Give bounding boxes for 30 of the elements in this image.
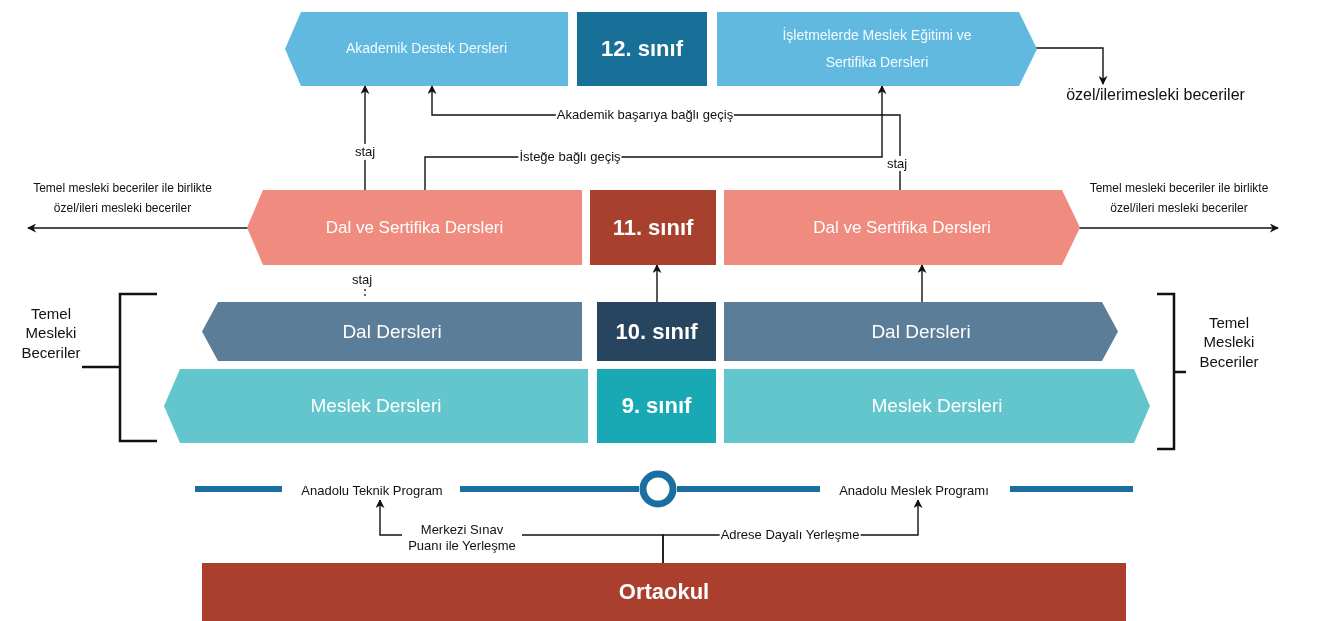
arrow	[1034, 47, 1108, 85]
course-band: Dal ve Sertifika Dersleri	[724, 190, 1080, 265]
course-band: Akademik Destek Dersleri	[285, 12, 568, 86]
grade-box: 9. sınıf	[597, 369, 716, 443]
edge-label: İsteğe bağlı geçiş	[518, 148, 622, 166]
course-band: Dal Dersleri	[724, 302, 1118, 361]
arrow	[652, 264, 662, 303]
outcome-text: özel/ilerimesleki beceriler	[1048, 84, 1263, 106]
arrow	[360, 85, 370, 191]
grade-box: 12. sınıf	[577, 12, 707, 86]
course-band: Meslek Dersleri	[724, 369, 1150, 443]
connector-line	[460, 486, 639, 492]
school-bar: Ortaokul	[202, 563, 1126, 621]
grade-box: 11. sınıf	[590, 190, 716, 265]
bracket-label: Temel Mesleki Beceriler	[10, 300, 92, 366]
staj-label: staj	[887, 156, 908, 171]
outcome-note: Temel mesleki beceriler ile birlikte özel/ileri mesleki beceriler	[20, 178, 225, 228]
course-band: Dal Dersleri	[202, 302, 582, 361]
course-band: Meslek Dersleri	[164, 369, 588, 443]
arrow	[917, 264, 927, 303]
course-band: İşletmelerde Meslek Eğitimi ve Sertifika Dersleri	[717, 12, 1037, 86]
edge-label: staj	[353, 143, 377, 161]
grade-box: 10. sınıf	[597, 302, 716, 361]
arrow	[27, 223, 249, 233]
course-band: Dal ve Sertifika Dersleri	[247, 190, 582, 265]
arrow	[1078, 223, 1279, 233]
junction-circle	[639, 470, 677, 508]
staj-label: staj	[352, 272, 373, 287]
bracket-label: Temel Mesleki Beceriler	[1186, 310, 1272, 374]
connector-line	[677, 486, 820, 492]
